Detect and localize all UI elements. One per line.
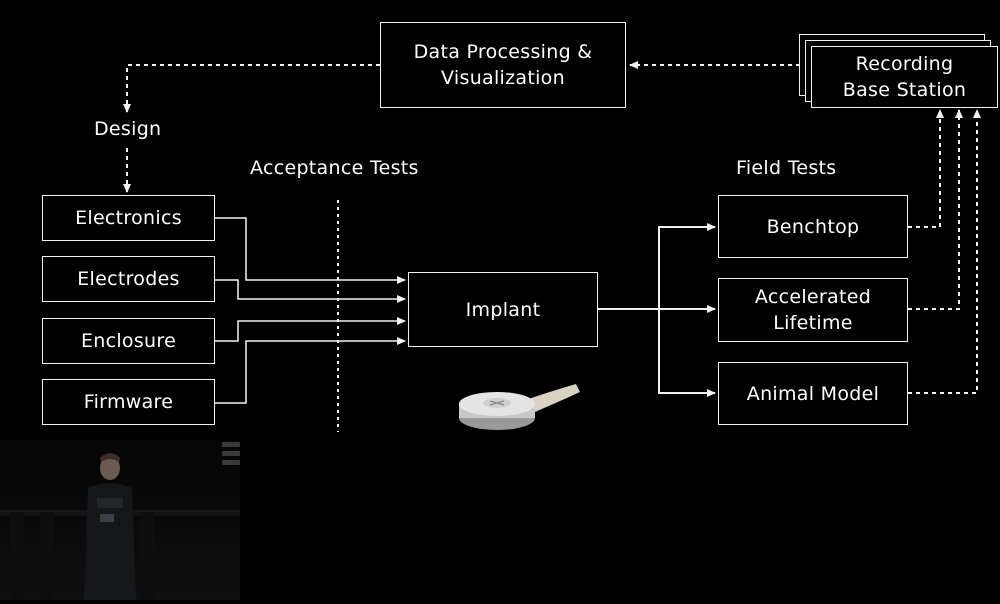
accelerated-lifetime-label: Accelerated Lifetime xyxy=(754,286,872,334)
connector-firmware-to-implant xyxy=(215,337,406,404)
animal-model-box: Animal Model xyxy=(718,362,908,425)
implant-device-image xyxy=(459,384,580,430)
electrodes-label: Electrodes xyxy=(77,268,180,290)
animal-model-label: Animal Model xyxy=(746,382,880,405)
recording-base-station-box: Recording Base Station xyxy=(811,46,998,108)
enclosure-box: Enclosure xyxy=(42,318,215,364)
firmware-box: Firmware xyxy=(42,379,215,425)
connector-accelerated-to-base xyxy=(908,109,963,310)
enclosure-label: Enclosure xyxy=(80,330,177,352)
design-label: Design xyxy=(94,118,162,140)
connector-implant-to-benchtop xyxy=(658,223,716,309)
stage-monitor xyxy=(222,442,240,468)
acceptance-tests-label: Acceptance Tests xyxy=(250,157,419,179)
benchtop-box: Benchtop xyxy=(718,195,908,258)
presenter-figure xyxy=(0,453,240,600)
recording-base-station-label: Recording Base Station xyxy=(842,53,967,101)
electrodes-box: Electrodes xyxy=(42,256,215,302)
presenter-video-region xyxy=(0,440,240,600)
data-processing-label: Data Processing & Visualization xyxy=(413,41,593,89)
data-processing-box: Data Processing & Visualization xyxy=(380,22,626,108)
implant-label: Implant xyxy=(465,298,541,321)
electronics-box: Electronics xyxy=(42,195,215,241)
implant-box: Implant xyxy=(408,272,598,347)
field-tests-label: Field Tests xyxy=(736,157,837,179)
electronics-label: Electronics xyxy=(75,207,182,229)
connector-implant-to-animal xyxy=(658,309,716,397)
connector-enclosure-to-implant xyxy=(215,317,406,342)
connector-dataproc-to-design xyxy=(123,64,380,113)
accelerated-lifetime-box: Accelerated Lifetime xyxy=(718,278,908,342)
connector-animal-to-base xyxy=(908,109,981,394)
connector-electronics-to-implant xyxy=(215,217,406,284)
benchtop-label: Benchtop xyxy=(766,215,860,238)
connector-benchtop-to-base xyxy=(908,109,944,228)
connector-electrodes-to-implant xyxy=(215,279,406,303)
firmware-label: Firmware xyxy=(83,391,174,413)
